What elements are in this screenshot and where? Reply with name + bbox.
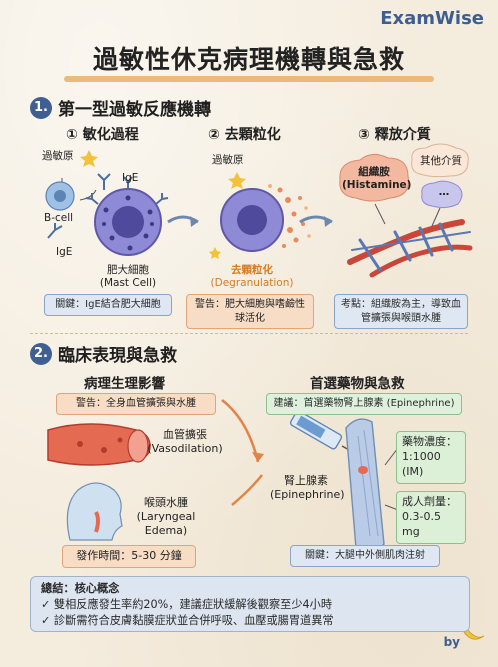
b-cell-icon xyxy=(45,181,75,211)
summary-line: ✓ 診斷需符合皮膚黏膜症狀並合併呼吸、血壓或腸胃道異常 xyxy=(41,614,334,628)
injection-site-note: 關鍵：大腿中外側肌肉注射 xyxy=(290,545,440,567)
blood-vessel-icon xyxy=(47,423,151,466)
section1-title: 第一型過敏反應機轉 xyxy=(58,100,211,120)
allergen-star-icon xyxy=(80,150,98,167)
warning-note-mast-cell: 警告：肥大細胞與嗜鹼性球活化 xyxy=(186,294,314,329)
section-number-badge: 2. xyxy=(30,342,52,365)
epinephrine-label: 腎上腺素 (Epinephrine) xyxy=(270,474,345,501)
step-sensitization: ① 敏化過程 xyxy=(66,127,139,143)
histamine-bubble-icon xyxy=(339,154,410,202)
key-note-ige: 關鍵：IgE結合肥大細胞 xyxy=(44,294,172,316)
ige-antibody-icon xyxy=(47,173,111,239)
page-title: 過敏性休克病理機轉與急救 xyxy=(92,45,405,74)
syringe-icon xyxy=(275,408,361,457)
pathophysiology-subtitle: 病理生理影響 xyxy=(84,376,165,392)
head-profile-throat-icon xyxy=(66,482,123,541)
blood-vessel-network-icon xyxy=(347,219,473,278)
adult-dose-note: 成人劑量： 0.3-0.5 mg xyxy=(396,491,466,544)
section2-heading: 2. 臨床表現與急救 xyxy=(30,341,177,366)
concentration-note: 藥物濃度： 1:1000 (IM) xyxy=(396,431,466,484)
mast-cell-icon xyxy=(85,176,169,256)
b-cell-label: B-cell xyxy=(44,212,74,224)
ige-label: IgE xyxy=(56,246,73,258)
ige-label: IgE xyxy=(122,172,139,184)
section-number-badge: 1. xyxy=(30,96,52,119)
title-underline xyxy=(64,76,434,82)
allergen-label: 過敏原 xyxy=(212,154,244,166)
summary-heading: 總結：核心概念 xyxy=(41,582,120,595)
degranulating-mast-cell-icon xyxy=(220,184,311,252)
footer-by-label: by xyxy=(443,635,460,649)
banana-logo-icon xyxy=(463,629,485,640)
degranulation-label: 去顆粒化 (Degranulation) xyxy=(210,264,294,290)
section-divider xyxy=(30,333,468,334)
mast-cell-label: 肥大細胞 (Mast Cell) xyxy=(99,264,157,290)
laryngeal-edema-label: 喉頭水腫 (Laryngeal Edema) xyxy=(136,496,196,537)
brand-logo: ExamWise xyxy=(380,8,484,29)
allergen-label: 過敏原 xyxy=(42,150,74,162)
allergen-star-icon xyxy=(209,172,246,259)
suggestion-note-epinephrine: 建議：首選藥物腎上腺素 (Epinephrine) xyxy=(266,393,462,415)
step-degranulation: ② 去顆粒化 xyxy=(208,127,281,143)
warning-note-vasodilation: 警告：全身血管擴張與水腫 xyxy=(56,393,216,415)
section1-heading: 1. 第一型過敏反應機轉 xyxy=(30,95,211,120)
treatment-subtitle: 首選藥物與急救 xyxy=(310,376,405,392)
mediators-ellipsis: … xyxy=(438,186,450,198)
exam-note-histamine: 考點：組織胺為主，導致血管擴張與喉頭水腫 xyxy=(334,294,468,329)
step-mediators: ③ 釋放介質 xyxy=(358,127,431,143)
onset-time-note: 發作時間：5-30 分鐘 xyxy=(62,545,196,568)
histamine-label: 組織胺 (Histamine) xyxy=(342,166,412,192)
vasodilation-label: 血管擴張 (Vasodilation) xyxy=(147,428,223,455)
thigh-muscle-icon xyxy=(345,418,385,552)
other-mediators-label: 其他介質 xyxy=(420,155,462,167)
summary-box: 總結：核心概念 ✓ 雙相反應發生率約20%，建議症狀緩解後觀察至少4小時 ✓ 診… xyxy=(30,576,470,632)
section2-title: 臨床表現與急救 xyxy=(58,346,177,366)
other-mediators-bubble-icon xyxy=(411,143,469,209)
summary-line: ✓ 雙相反應發生率約20%，建議症狀緩解後觀察至少4小時 xyxy=(41,598,333,612)
